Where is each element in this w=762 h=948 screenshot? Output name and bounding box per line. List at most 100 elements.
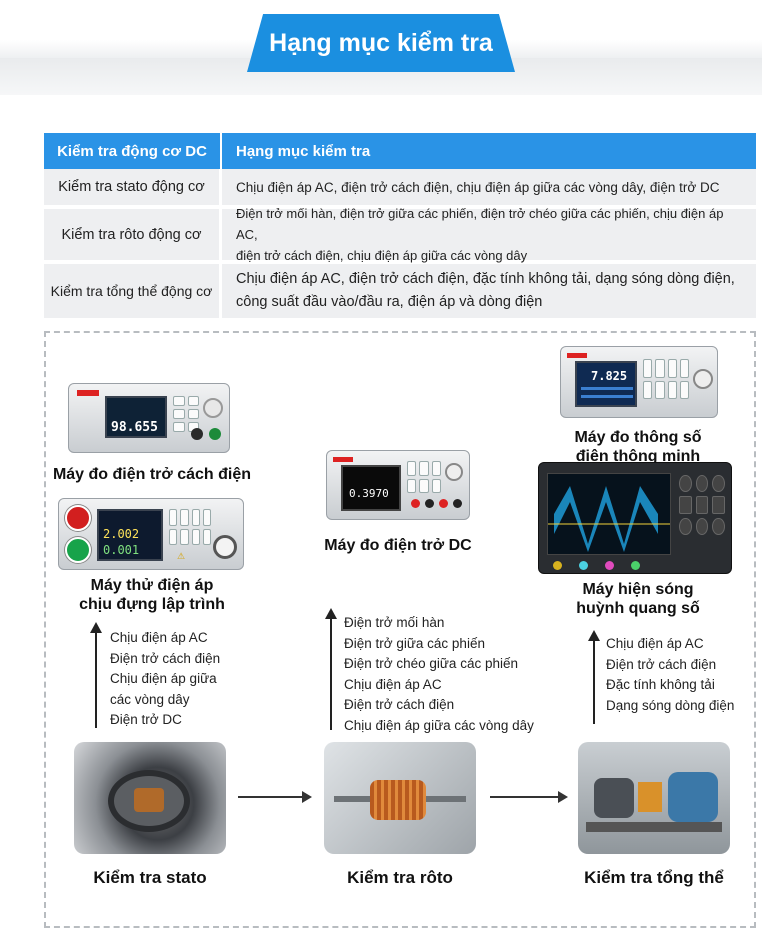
- oscilloscope-screen: [547, 473, 671, 555]
- display-reading-voltage: 2.002: [103, 527, 140, 541]
- row-items-line: điện trở cách điện, chịu điện áp giữa cá…: [236, 248, 528, 263]
- list-item: Điện trở cách điện: [344, 697, 455, 712]
- right-arrow-icon: [238, 791, 312, 803]
- up-arrow-icon: [325, 608, 337, 730]
- terminal-icon: [209, 428, 221, 440]
- list-item: Chịu điện áp AC: [344, 676, 442, 692]
- terminal-icon: [425, 499, 434, 508]
- list-item: các vòng dây: [110, 691, 190, 707]
- brand-logo: [567, 353, 587, 358]
- rotary-knob-icon: [203, 398, 223, 418]
- row-name: Kiểm tra stato động cơ: [44, 169, 222, 205]
- display-bar: [581, 387, 633, 390]
- list-item: Chịu điện áp AC: [110, 630, 208, 645]
- oscilloscope-caption: Máy hiện sóng huỳnh quang số: [540, 580, 736, 618]
- display-reading: 98.655: [111, 420, 158, 435]
- power-meter-caption: Máy đo thông số điện thông minh: [540, 428, 736, 466]
- brand-logo: [77, 390, 99, 396]
- stator-stage-caption: Kiểm tra stato: [93, 868, 207, 887]
- process-frame: [44, 331, 756, 928]
- output-terminal-icon: [213, 535, 237, 559]
- terminal-icon: [439, 499, 448, 508]
- table-header-col1: Kiểm tra động cơ DC: [44, 133, 222, 169]
- caption-line: huỳnh quang số: [576, 600, 700, 617]
- withstand-tester-caption: Máy thử điện áp chịu đựng lập trình: [54, 576, 250, 614]
- list-item: Đặc tính không tải: [606, 677, 715, 692]
- coupling-box: [638, 782, 662, 812]
- row-items: Chịu điện áp AC, điện trở cách điện, chị…: [222, 169, 756, 205]
- rotor-photo: [324, 742, 476, 854]
- dc-resistance-meter-image: 0.3970: [326, 450, 470, 520]
- terminal-icon: [191, 428, 203, 440]
- list-item: Điện trở cách điện: [606, 656, 717, 672]
- rotary-knob-icon: [445, 463, 463, 481]
- keypad: [643, 359, 689, 399]
- display-reading: 7.825: [591, 369, 628, 383]
- display-reading-current: 0.001: [103, 543, 140, 557]
- display-bar: [581, 395, 633, 398]
- list-item: Chịu điện áp giữa các vòng dây: [344, 717, 534, 733]
- test-items-table: Kiểm tra động cơ DC Hạng mục kiểm tra Ki…: [44, 133, 756, 322]
- table-row: Kiểm tra rôto động cơ Điện trở mối hàn, …: [44, 206, 756, 264]
- motor-test-bench-photo: [578, 742, 730, 854]
- table-header-col2: Hạng mục kiểm tra: [236, 142, 371, 160]
- display-screen: 0.3970: [341, 465, 401, 511]
- stator-test-list: Chịu điện áp AC Điện trở cách điện Chịu …: [110, 628, 220, 731]
- list-item: Điện trở mối hàn: [344, 615, 445, 630]
- display-screen: 2.002 0.001: [97, 509, 163, 561]
- page-title: Hạng mục kiểm tra: [247, 14, 515, 72]
- table-row: Kiểm tra stato động cơ Chịu điện áp AC, …: [44, 169, 756, 209]
- terminal-icon: [411, 499, 420, 508]
- rotor-core: [370, 780, 426, 820]
- table-row: Kiểm tra tổng thể động cơ Chịu điện áp A…: [44, 264, 756, 322]
- keypad: [407, 461, 441, 493]
- keypad: [169, 509, 211, 545]
- up-arrow-icon: [588, 630, 600, 724]
- probe-port-icon: [631, 561, 640, 570]
- list-item: Dạng sóng dòng điện: [606, 697, 735, 713]
- row-name: Kiểm tra tổng thể động cơ: [44, 264, 222, 318]
- row-items: Chịu điện áp AC, điện trở cách điện, đặc…: [222, 264, 756, 318]
- insulation-tester-image: 98.655: [68, 383, 230, 453]
- dc-resistance-meter-caption: Máy đo điện trở DC: [324, 537, 472, 554]
- keypad: [173, 396, 199, 432]
- row-items-line: Chịu điện áp AC, điện trở cách điện, chị…: [236, 179, 720, 195]
- oscilloscope-image: [538, 462, 732, 574]
- copper-winding: [134, 788, 164, 812]
- probe-port-icon: [579, 561, 588, 570]
- row-items-line: Chịu điện áp AC, điện trở cách điện, đặc…: [236, 271, 735, 287]
- probe-port-icon: [553, 561, 562, 570]
- row-items-line: công suất đầu vào/đầu ra, điện áp và dòn…: [236, 294, 543, 310]
- caption-line: Máy hiện sóng: [582, 581, 694, 598]
- row-items: Điện trở mối hàn, điện trở giữa các phiế…: [222, 206, 756, 263]
- list-item: Điện trở DC: [110, 712, 182, 727]
- table-header: Kiểm tra động cơ DC Hạng mục kiểm tra: [44, 133, 756, 169]
- up-arrow-icon: [90, 622, 102, 728]
- overall-stage-caption: Kiểm tra tổng thể: [584, 868, 724, 887]
- row-items-line: Điện trở mối hàn, điện trở giữa các phiế…: [236, 206, 724, 242]
- waveform-graphic: [548, 486, 670, 552]
- display-screen: 98.655: [105, 396, 167, 438]
- display-reading: 0.3970: [349, 487, 389, 500]
- stop-button-icon: [65, 505, 91, 531]
- rotary-knob-icon: [693, 369, 713, 389]
- list-item: Chịu điện áp AC: [606, 636, 704, 651]
- list-item: Điện trở cách điện: [110, 650, 221, 666]
- motor-body: [594, 778, 634, 818]
- probe-port-icon: [605, 561, 614, 570]
- caption-line: chịu đựng lập trình: [79, 596, 225, 613]
- list-item: Điện trở giữa các phiến: [344, 635, 485, 651]
- stator-photo: [74, 742, 226, 854]
- brand-logo: [333, 457, 353, 462]
- overall-test-list: Chịu điện áp AC Điện trở cách điện Đặc t…: [606, 634, 734, 716]
- display-screen: 7.825: [575, 361, 637, 407]
- terminal-icon: [453, 499, 462, 508]
- control-panel: [679, 475, 725, 535]
- caption-line: Máy đo thông số: [574, 429, 702, 446]
- bench-base: [586, 822, 722, 832]
- row-name: Kiểm tra rôto động cơ: [44, 209, 222, 260]
- rotor-test-list: Điện trở mối hàn Điện trở giữa các phiến…: [344, 613, 534, 736]
- power-meter-image: 7.825: [560, 346, 718, 418]
- list-item: Điện trở chéo giữa các phiến: [344, 656, 518, 671]
- caption-line: Máy thử điện áp: [90, 577, 214, 594]
